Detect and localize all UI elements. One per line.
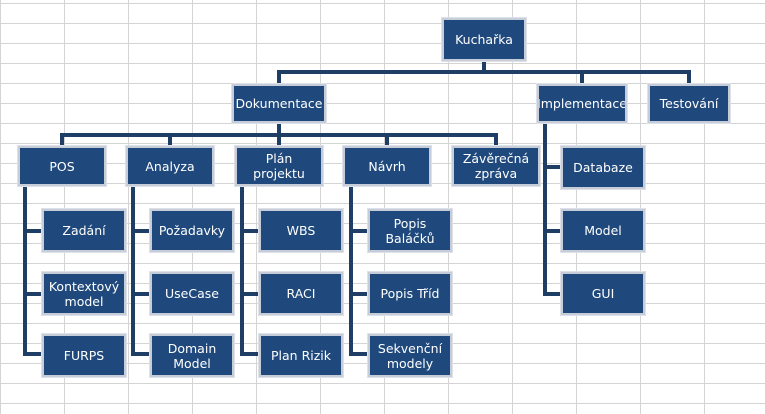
node-plan-projektu: Plán projektu [235, 146, 323, 186]
node-wbs: WBS [259, 209, 343, 252]
node-zaverecna-zprava: Závěrečná zpráva [452, 146, 540, 186]
node-raci: RACI [259, 272, 343, 315]
node-popis-trid: Popis Tříd [368, 272, 452, 315]
node-model: Model [561, 209, 645, 252]
node-kontextovy-model: Kontextový model [42, 272, 126, 315]
node-furps: FURPS [42, 334, 126, 377]
node-plan-rizik: Plan Rizik [259, 334, 343, 377]
node-domain-model: Domain Model [150, 334, 234, 377]
node-zadani: Zadání [42, 209, 126, 252]
node-databaze: Databaze [561, 146, 645, 189]
node-testovani: Testování [648, 84, 730, 123]
node-implementace: Implementace [537, 84, 627, 123]
node-navrh: Návrh [343, 146, 431, 186]
node-pos: POS [18, 146, 106, 186]
node-popis-balacku: Popis Baláčků [368, 209, 452, 252]
node-gui: GUI [561, 272, 645, 315]
node-analyza: Analyza [126, 146, 214, 186]
node-sekvencni-modely: Sekvenční modely [368, 334, 452, 377]
node-usecase: UseCase [150, 272, 234, 315]
node-pozadavky: Požadavky [150, 209, 234, 252]
node-dokumentace: Dokumentace [232, 84, 326, 123]
root-node: Kuchařka [442, 18, 526, 61]
